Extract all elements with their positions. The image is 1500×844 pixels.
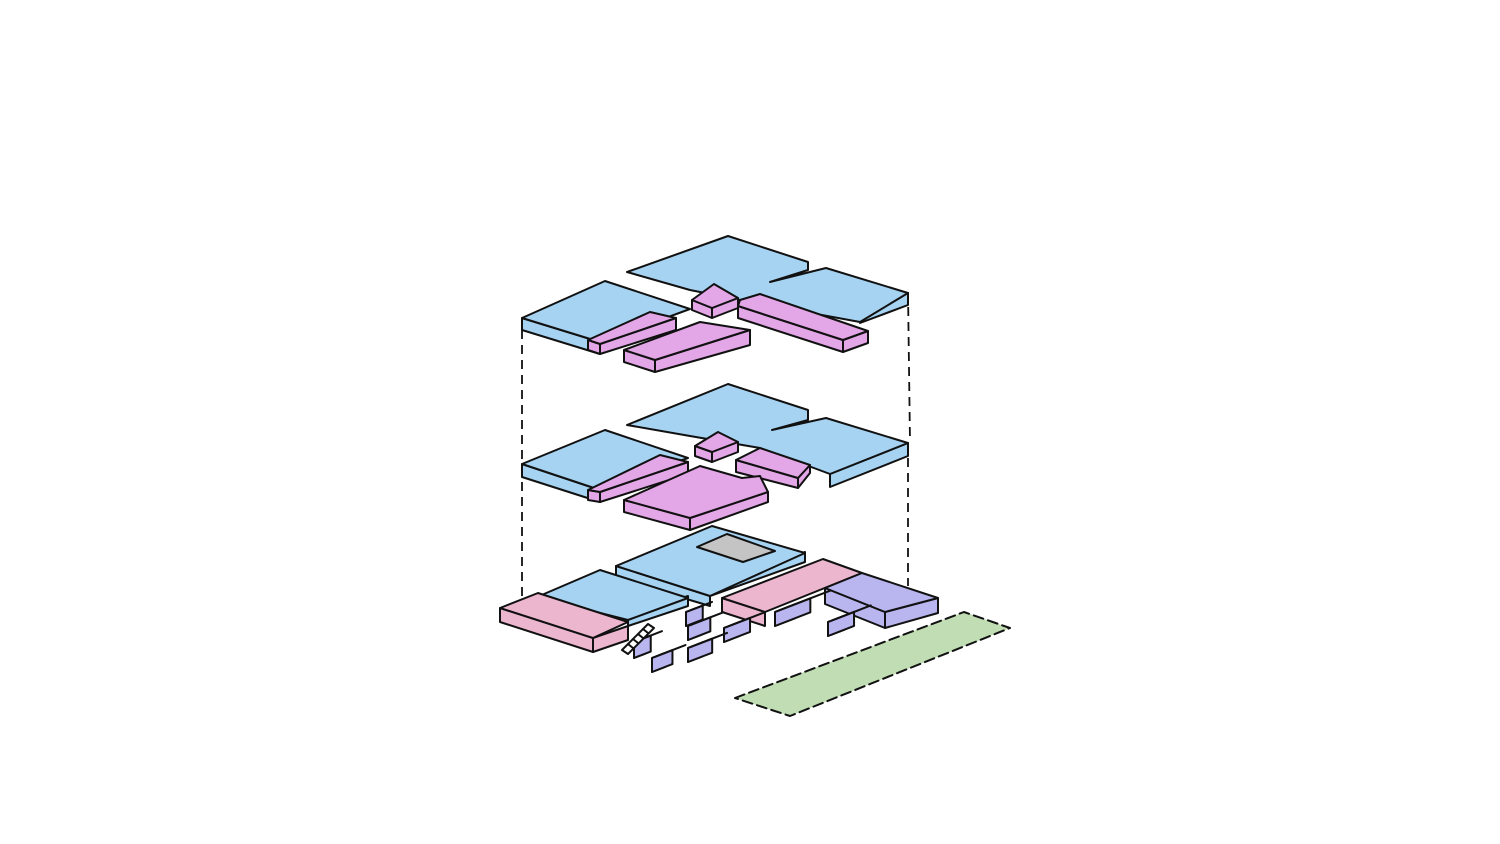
void-courtyard — [696, 533, 776, 563]
small-volume-box — [723, 611, 766, 643]
small-volume-box — [651, 644, 687, 673]
box-face — [651, 644, 687, 659]
program-small-block — [691, 283, 739, 319]
box-face — [774, 589, 832, 613]
box-face — [827, 604, 872, 623]
small-volumes — [633, 589, 872, 673]
slab-main — [615, 525, 806, 607]
slab-main — [626, 383, 909, 488]
program-small-block — [694, 431, 739, 463]
upper-floor-level — [521, 235, 909, 373]
volume-large-right — [824, 572, 939, 629]
small-volume-box — [774, 589, 832, 627]
box-face — [827, 610, 856, 637]
slab-left — [521, 280, 691, 355]
box-face — [723, 616, 752, 643]
vertical-guide-lines — [521, 291, 911, 596]
box-face — [687, 631, 729, 649]
green-space — [734, 611, 1011, 717]
program-lower-block — [623, 321, 751, 373]
small-volume-box — [827, 604, 872, 637]
ground-floor-level — [499, 525, 1011, 717]
small-volume-box — [687, 631, 729, 663]
middle-floor-level — [521, 383, 909, 531]
small-volume-box — [685, 600, 714, 627]
program-lower-block — [623, 465, 769, 531]
program-left-block — [587, 311, 677, 355]
program-right-block — [735, 447, 811, 489]
program-strip-right — [737, 293, 869, 353]
program-ground-left — [499, 592, 629, 653]
box-face — [723, 611, 766, 629]
program-ground-right — [721, 558, 863, 627]
slab-left — [521, 429, 689, 503]
stair — [621, 623, 655, 655]
box-face — [687, 637, 714, 663]
box-face — [685, 600, 714, 613]
